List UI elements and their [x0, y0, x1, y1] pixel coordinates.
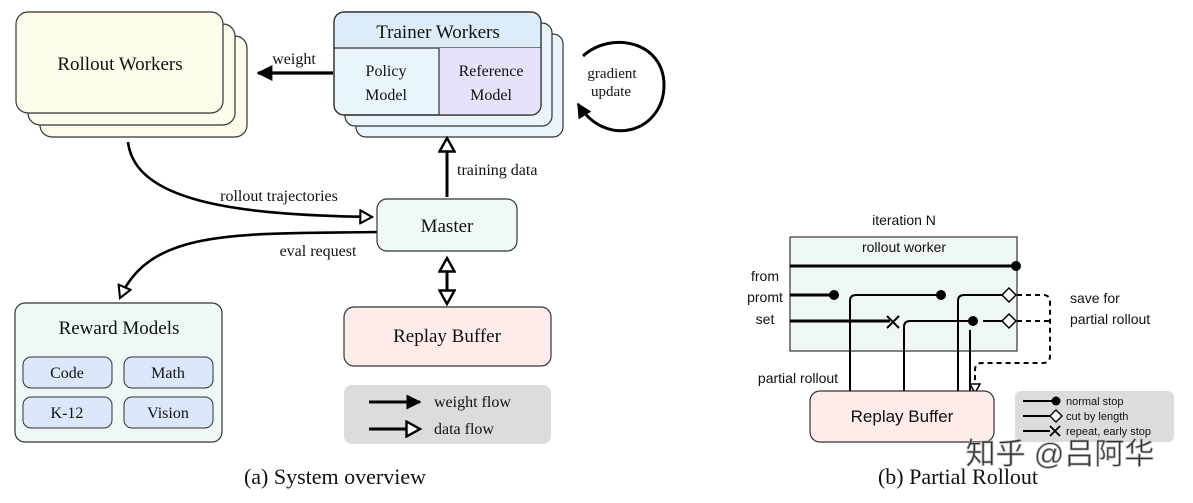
normal-stop-marker-1 — [1011, 261, 1021, 271]
trajectory-line-3b — [903, 320, 972, 391]
weight-label: weight — [272, 51, 316, 68]
replay-buffer-label: Replay Buffer — [393, 326, 501, 347]
rollout-workers-box — [15, 11, 224, 114]
trajectory-line-2c — [957, 294, 1002, 391]
rollout-worker-title: rollout worker — [862, 239, 946, 255]
rollout-trajectories-label: rollout trajectories — [220, 188, 338, 205]
gradient-update-loop — [576, 40, 666, 133]
legend-repeat-early-stop-label: repeat, early stop — [1066, 426, 1151, 438]
reward-models-title: Reward Models — [59, 318, 180, 339]
legend-cut-by-length-icon — [1049, 409, 1063, 423]
master-box — [376, 198, 518, 252]
panel-b-partial-rollout: iteration N rollout worker from promt se… — [747, 212, 1174, 489]
replay-buffer-b-label: Replay Buffer — [851, 407, 954, 426]
from-prompt-line2: promt — [747, 289, 783, 305]
caption-a: (a) System overview — [244, 464, 426, 489]
eval-request-arrow — [120, 230, 378, 298]
reward-item-vision — [123, 396, 214, 429]
rollout-workers-label: Rollout Workers — [57, 54, 182, 75]
legend-cut-by-length-label: cut by length — [1066, 411, 1128, 423]
gradient-update-line2: update — [591, 84, 631, 100]
reference-model-line1: Reference — [459, 63, 524, 80]
replay-buffer-b-box — [809, 390, 995, 443]
reward-item-k12 — [22, 396, 113, 429]
legend-data-flow-label: data flow — [434, 421, 494, 438]
master-label: Master — [421, 216, 474, 237]
eval-request-label: eval request — [280, 243, 357, 260]
rollout-trajectories-arrow — [126, 141, 372, 217]
save-partial-rollout-path — [975, 294, 1051, 393]
reward-item-math-label: Math — [151, 365, 185, 382]
save-for-line2: partial rollout — [1070, 311, 1150, 327]
trainer-workers-stack: Trainer Workers Policy Model Reference M… — [333, 11, 564, 138]
caption-b: (b) Partial Rollout — [878, 464, 1038, 489]
save-for-line1: save for — [1070, 290, 1120, 306]
panel-a-system-overview: Rollout Workers weight Trainer Workers P… — [14, 11, 666, 489]
gradient-update-line1: gradient — [587, 66, 637, 82]
legend-normal-stop-icon — [1051, 396, 1061, 406]
reward-item-math — [123, 356, 214, 389]
reward-item-code-label: Code — [50, 365, 84, 382]
from-prompt-line3: set — [756, 311, 775, 327]
reference-model-line2: Model — [470, 87, 512, 104]
reward-item-k12-label: K-12 — [51, 405, 84, 422]
trajectory-line-2b — [849, 294, 940, 391]
repeat-early-stop-marker-1 — [886, 315, 900, 329]
reward-item-code — [22, 356, 113, 389]
normal-stop-marker-2 — [829, 290, 839, 300]
trainer-workers-title: Trainer Workers — [376, 22, 500, 43]
rollout-workers-stack: Rollout Workers — [15, 11, 248, 138]
partial-rollout-label: partial rollout — [758, 370, 838, 386]
watermark-text: 知乎 @吕阿华 — [966, 438, 1155, 471]
normal-stop-marker-4 — [968, 316, 978, 326]
replay-buffer-box — [343, 306, 552, 367]
legend-weight-flow-label: weight flow — [434, 394, 511, 411]
legend-normal-stop-label: normal stop — [1066, 396, 1123, 408]
reward-item-vision-label: Vision — [147, 405, 189, 422]
training-data-label: training data — [457, 162, 537, 179]
cut-by-length-marker-2 — [1000, 312, 1018, 330]
policy-model-line1: Policy — [366, 63, 407, 80]
cut-by-length-marker-1 — [1000, 286, 1018, 304]
legend-repeat-early-stop-icon — [1049, 425, 1061, 437]
policy-model-line2: Model — [365, 87, 407, 104]
normal-stop-marker-3 — [936, 290, 946, 300]
from-prompt-line1: from — [751, 268, 779, 284]
iteration-label: iteration N — [872, 212, 936, 228]
